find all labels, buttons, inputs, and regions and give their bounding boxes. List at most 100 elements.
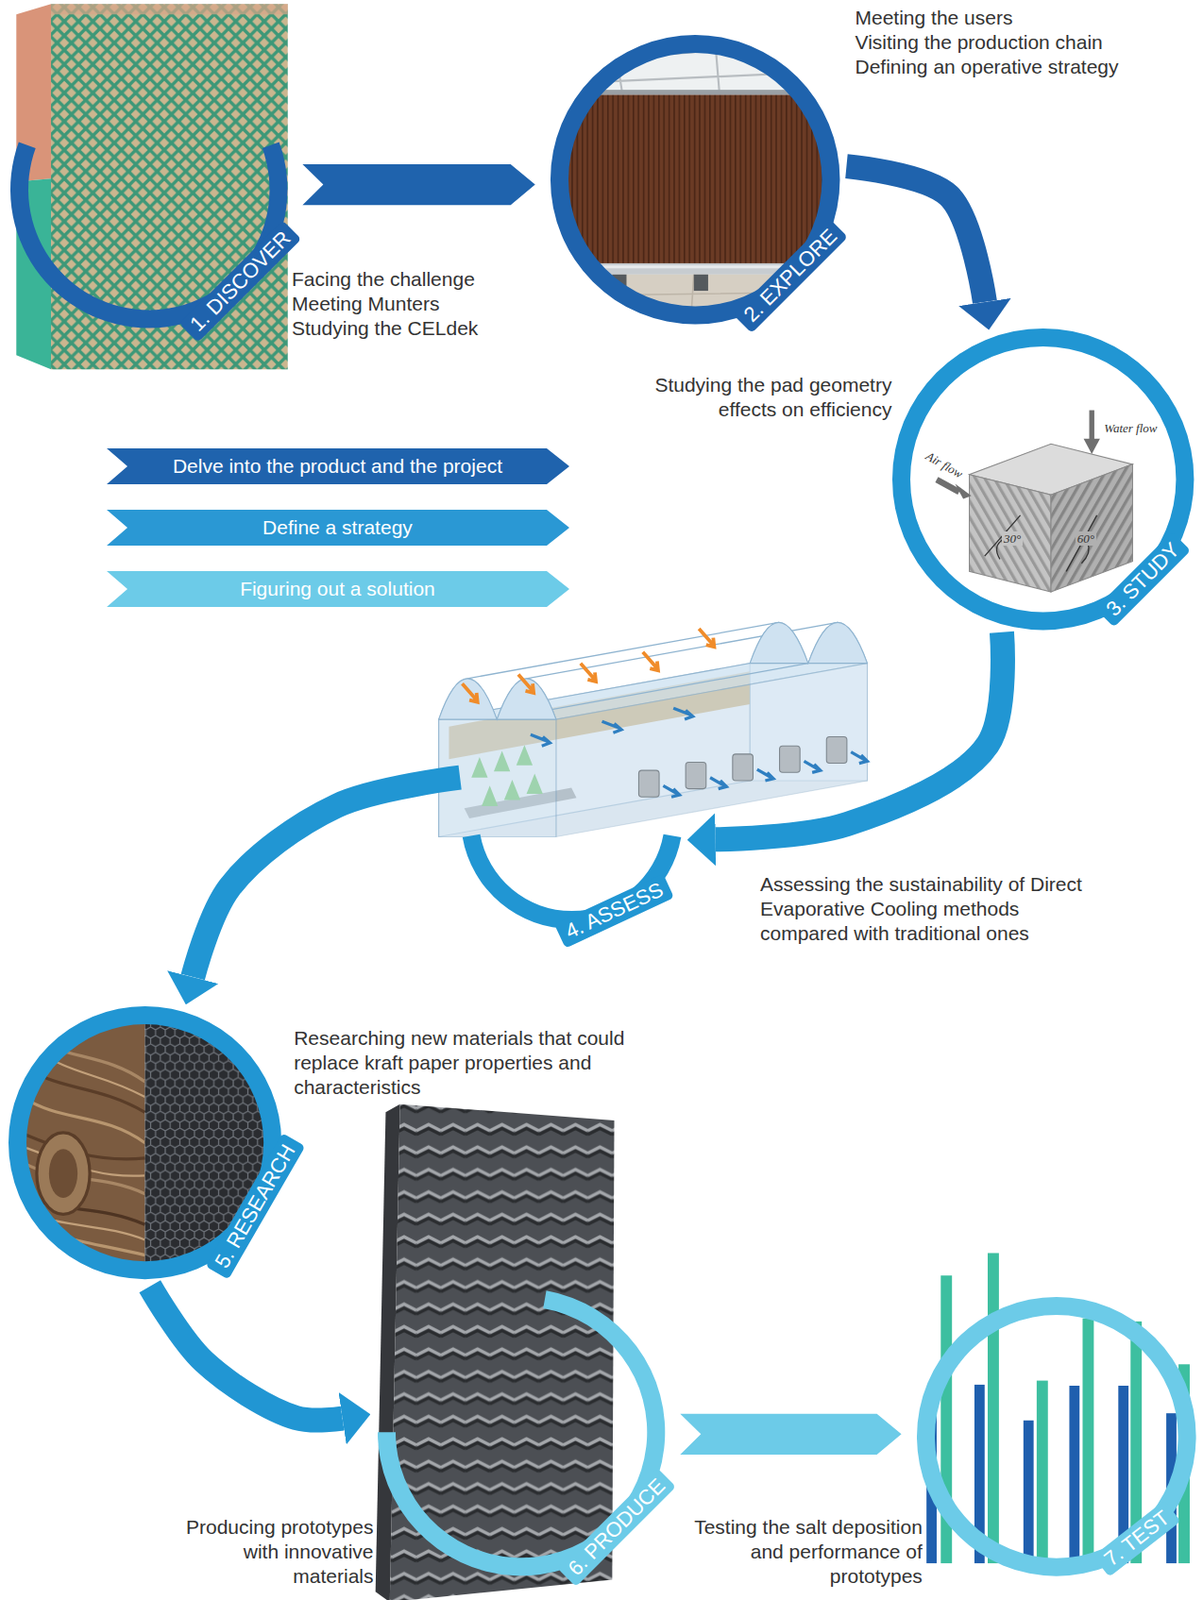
stage-label: 2. EXPLORE bbox=[733, 218, 849, 334]
flow-arrow bbox=[192, 778, 460, 978]
fiber-bundle bbox=[36, 1133, 90, 1215]
air-arrow bbox=[936, 479, 960, 492]
description-text: Researching new materials that could rep… bbox=[293, 1026, 653, 1101]
stage-description: Testing the salt deposition and performa… bbox=[675, 1515, 923, 1590]
greenhouse-photo bbox=[551, 30, 848, 337]
air-out-arrows bbox=[530, 708, 868, 797]
description-text: Studying the pad geometry effects on eff… bbox=[626, 372, 892, 423]
stage-circle: 3. STUDYStudying the pad geometry effect… bbox=[892, 328, 1194, 630]
orange-arrow bbox=[643, 652, 659, 671]
fiber-bundle bbox=[49, 1149, 78, 1199]
figure-label: 60° bbox=[1075, 531, 1097, 546]
blue-arrow bbox=[850, 752, 867, 764]
stage-label: 5. RESEARCH bbox=[204, 1133, 305, 1280]
greenhouse bbox=[439, 622, 868, 837]
front-wall bbox=[556, 663, 868, 838]
stage-circle: 5. RESEARCHResearching new materials tha… bbox=[8, 1006, 282, 1280]
flow-arrow bbox=[302, 164, 535, 205]
blue-arrow bbox=[803, 761, 820, 773]
end-arch bbox=[749, 622, 867, 663]
flow-arrow bbox=[715, 632, 1003, 840]
orange-arrow bbox=[580, 663, 596, 682]
blue-arrow bbox=[673, 708, 694, 720]
description-text: Studying the CELdek bbox=[291, 316, 478, 341]
description-text: Assessing the sustainability of Direct E… bbox=[760, 872, 1099, 947]
air-in-arrows bbox=[462, 628, 715, 703]
legend-swatch bbox=[106, 571, 570, 608]
prototype-pad bbox=[375, 1104, 615, 1600]
ring-band bbox=[10, 142, 288, 329]
legend-text: Delve into the product and the project bbox=[106, 448, 570, 485]
brown-pad-wall bbox=[551, 95, 848, 269]
stage-circle: 6. PRODUCEProducing prototypes with inno… bbox=[377, 1288, 665, 1576]
blue-arrow bbox=[602, 721, 623, 733]
blue-arrow bbox=[757, 769, 774, 781]
orange-arrow bbox=[518, 675, 534, 694]
stage-description: Researching new materials that could rep… bbox=[293, 1026, 653, 1101]
stage-description: Meeting the usersVisiting the production… bbox=[855, 5, 1119, 80]
flow-arrow bbox=[846, 166, 984, 303]
legend-item: Define a strategy bbox=[106, 509, 570, 546]
fans bbox=[638, 736, 847, 797]
stage-label: 1. DISCOVER bbox=[179, 220, 303, 343]
legend-item: Delve into the product and the project bbox=[106, 448, 570, 485]
orange-arrow bbox=[698, 628, 714, 647]
stage-label: 4. ASSESS bbox=[554, 873, 675, 949]
stage-description: Studying the pad geometry effects on eff… bbox=[626, 372, 892, 423]
description-text: Producing prototypes with innovative mat… bbox=[165, 1515, 373, 1590]
description-text: Meeting Munters bbox=[291, 291, 478, 317]
orange-arrow bbox=[462, 683, 478, 702]
stage-label: 7. TEST bbox=[1092, 1501, 1181, 1578]
stage-circle: 1. DISCOVERFacing the challengeMeeting M… bbox=[10, 50, 288, 328]
stage-circle: 2. EXPLOREMeeting the usersVisiting the … bbox=[550, 34, 840, 324]
legend-swatch bbox=[106, 448, 570, 485]
angle-mark bbox=[1066, 515, 1097, 572]
bar bbox=[1023, 1421, 1034, 1564]
block-side bbox=[1050, 464, 1133, 593]
pipe-support bbox=[694, 274, 709, 291]
ring-band bbox=[892, 328, 1194, 630]
bar bbox=[1068, 1386, 1080, 1564]
description-text: Defining an operative strategy bbox=[855, 54, 1119, 80]
stage-description: Assessing the sustainability of Direct E… bbox=[760, 872, 1099, 947]
block-front bbox=[969, 474, 1051, 593]
blue-arrow bbox=[530, 734, 551, 746]
air-arrow-head bbox=[954, 483, 971, 499]
bar bbox=[1082, 1319, 1094, 1564]
stage-description: Producing prototypes with innovative mat… bbox=[165, 1515, 373, 1590]
end-arch bbox=[439, 678, 557, 720]
pad-geometry bbox=[936, 410, 1133, 593]
fan bbox=[685, 762, 707, 790]
description-text: Testing the salt deposition and performa… bbox=[675, 1515, 923, 1590]
stage-label: 6. PRODUCE bbox=[557, 1468, 677, 1588]
legend-text: Figuring out a solution bbox=[106, 571, 570, 608]
stage-circle: 7. TESTTesting the salt deposition and p… bbox=[916, 1297, 1197, 1577]
description-text: Meeting the users bbox=[855, 5, 1119, 31]
blue-arrow bbox=[710, 778, 727, 790]
flow-arrow bbox=[150, 1287, 343, 1422]
figure-label: Air flow bbox=[921, 448, 967, 483]
fiber bbox=[22, 1097, 146, 1144]
water-arrow bbox=[1089, 410, 1095, 441]
pad-top-edge bbox=[50, 3, 289, 15]
bar bbox=[1036, 1381, 1049, 1564]
figure-label: 30° bbox=[1001, 531, 1023, 546]
photo-sky bbox=[551, 30, 848, 337]
flow-arrow bbox=[679, 1414, 901, 1456]
blue-arrow bbox=[662, 785, 679, 797]
water-arrow-head bbox=[1084, 439, 1101, 455]
legend-swatch bbox=[106, 509, 570, 546]
fan bbox=[732, 754, 754, 781]
description-text: Visiting the production chain bbox=[855, 30, 1119, 55]
fan bbox=[638, 770, 660, 797]
description-text: Facing the challenge bbox=[291, 267, 478, 292]
legend-text: Define a strategy bbox=[106, 509, 570, 546]
figure-label: Water flow bbox=[1101, 421, 1159, 436]
fan bbox=[826, 736, 848, 763]
stage-circle: 4. ASSESSAssessing the sustainability of… bbox=[460, 707, 683, 930]
bar bbox=[987, 1253, 1000, 1564]
stage-label: 3. STUDY bbox=[1095, 531, 1191, 627]
honeycomb-panel bbox=[144, 1020, 277, 1271]
